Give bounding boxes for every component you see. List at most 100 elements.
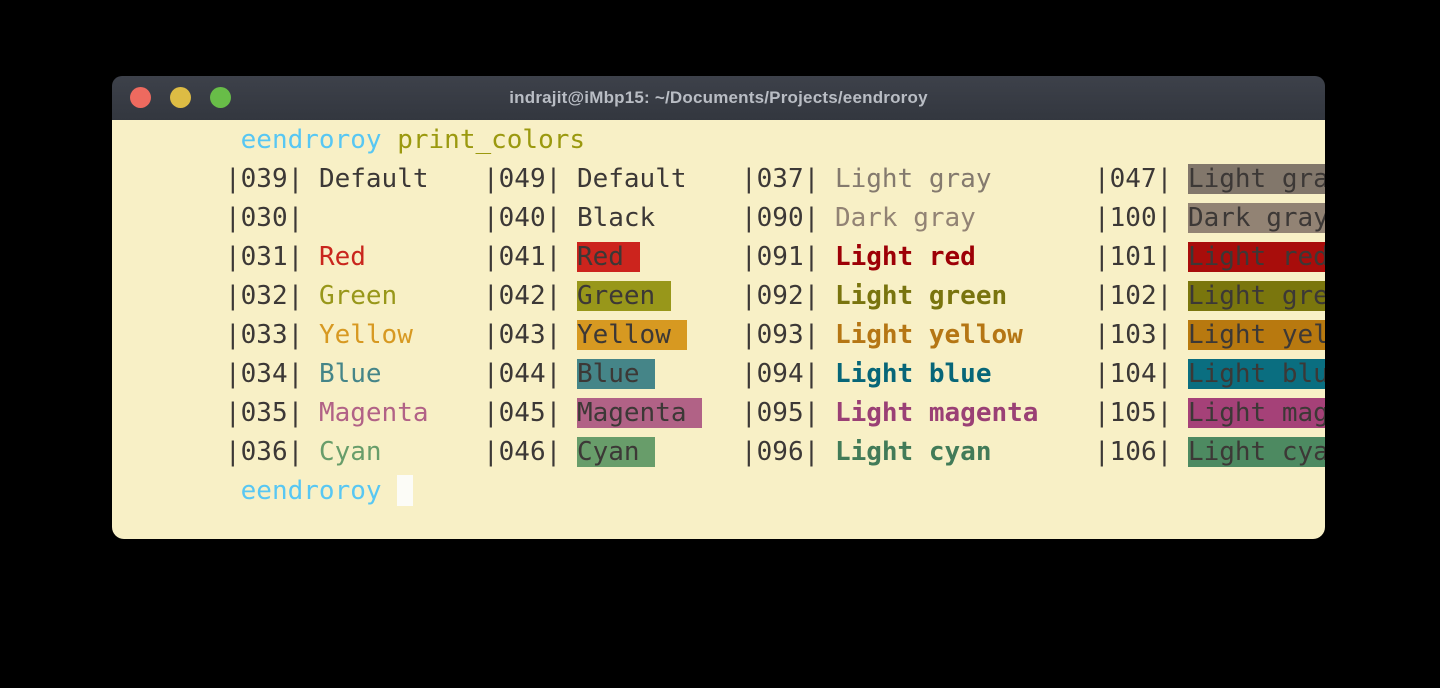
color-name: Blue	[318, 359, 382, 389]
color-code: |043|	[483, 320, 562, 350]
color-cell: |103| Light yellow	[1094, 316, 1325, 355]
gap	[561, 203, 577, 233]
color-code: |041|	[483, 242, 562, 272]
gap	[303, 398, 319, 428]
gap	[1172, 437, 1188, 467]
color-code: |044|	[483, 359, 562, 389]
color-name: Yellow	[318, 320, 413, 350]
window-title: indrajit@iMbp15: ~/Documents/Projects/ee…	[509, 88, 928, 107]
color-row: |034| Blue|044| Blue |094| Light blue|10…	[225, 355, 1325, 394]
color-name: Default	[318, 164, 429, 194]
color-code: |035|	[225, 398, 304, 428]
prompt-space	[382, 476, 398, 506]
minimize-button[interactable]	[170, 87, 191, 108]
color-name: Dark gray	[834, 203, 976, 233]
color-code: |101|	[1094, 242, 1173, 272]
color-row: |033| Yellow|043| Yellow |093| Light yel…	[225, 316, 1325, 355]
color-code: |093|	[741, 320, 820, 350]
prompt-user: eendroroy	[225, 125, 382, 155]
color-name: Dark gray	[1187, 203, 1325, 233]
color-name: Light yellow	[1187, 320, 1325, 350]
color-name: Light green	[1187, 281, 1325, 311]
prompt-space	[382, 125, 398, 155]
color-row: |039| Default|049| Default|037| Light gr…	[225, 160, 1325, 199]
zoom-button[interactable]	[210, 87, 231, 108]
gap	[303, 203, 319, 233]
color-name: Green	[576, 281, 671, 311]
color-code: |039|	[225, 164, 304, 194]
gap	[303, 359, 319, 389]
gap	[819, 359, 835, 389]
color-code: |032|	[225, 281, 304, 311]
gap	[819, 398, 835, 428]
color-name: Light cyan	[1187, 437, 1325, 467]
color-cell: |100| Dark gray	[1094, 199, 1325, 238]
color-row: |032| Green |042| Green |092| Light green…	[225, 277, 1325, 316]
prompt-line: eendroroy	[225, 472, 1325, 511]
color-cell: |102| Light green	[1094, 277, 1325, 316]
color-cell: |040| Black	[483, 199, 655, 238]
gap	[561, 398, 577, 428]
gap	[303, 242, 319, 272]
gap	[561, 281, 577, 311]
color-cell: |031| Red	[225, 238, 366, 277]
gap	[1172, 281, 1188, 311]
color-cell: |091| Light red	[741, 238, 976, 277]
color-cell: |035| Magenta	[225, 394, 429, 433]
gap	[303, 320, 319, 350]
gap	[1172, 398, 1188, 428]
color-row: |035| Magenta|045| Magenta |095| Light m…	[225, 394, 1325, 433]
color-cell: |092| Light green	[741, 277, 1007, 316]
color-code: |045|	[483, 398, 562, 428]
gap	[561, 437, 577, 467]
color-name: Light green	[834, 281, 1008, 311]
color-code: |031|	[225, 242, 304, 272]
color-code: |040|	[483, 203, 562, 233]
color-code: |096|	[741, 437, 820, 467]
color-name: Cyan	[576, 437, 656, 467]
gap	[819, 281, 835, 311]
color-name: Default	[576, 164, 687, 194]
titlebar[interactable]: indrajit@iMbp15: ~/Documents/Projects/ee…	[112, 76, 1325, 121]
color-name: Light blue	[1187, 359, 1325, 389]
color-code: |030|	[225, 203, 304, 233]
color-code: |046|	[483, 437, 562, 467]
color-cell: |039| Default	[225, 160, 429, 199]
prompt-line: eendroroy print_colors	[225, 121, 1325, 160]
color-cell: |106| Light cyan	[1094, 433, 1325, 472]
color-code: |042|	[483, 281, 562, 311]
gap	[561, 320, 577, 350]
prompt-command: print_colors	[397, 125, 586, 155]
color-code: |095|	[741, 398, 820, 428]
color-row: |036| Cyan|046| Cyan |096| Light cyan|10…	[225, 433, 1325, 472]
color-cell: |090| Dark gray	[741, 199, 976, 238]
color-name: Light magenta	[1187, 398, 1325, 428]
color-name: Green	[318, 281, 398, 311]
gap	[303, 437, 319, 467]
gap	[1172, 242, 1188, 272]
color-cell: |030|	[225, 199, 319, 238]
color-cell: |047| Light gray	[1094, 160, 1325, 199]
prompt-user: eendroroy	[225, 476, 382, 506]
gap	[819, 203, 835, 233]
gap	[303, 164, 319, 194]
color-code: |092|	[741, 281, 820, 311]
terminal-output[interactable]: eendroroy print_colors|039| Default|049|…	[112, 120, 1325, 539]
color-row: |030| |040| Black |090| Dark gray |100| Da…	[225, 199, 1325, 238]
gap	[819, 437, 835, 467]
gap	[303, 281, 319, 311]
color-code: |047|	[1094, 164, 1173, 194]
color-cell: |044| Blue	[483, 355, 656, 394]
color-name: Black	[576, 203, 656, 233]
close-button[interactable]	[130, 87, 151, 108]
color-name: Blue	[576, 359, 656, 389]
color-code: |100|	[1094, 203, 1173, 233]
color-name: Magenta	[576, 398, 703, 428]
color-name: Light gray	[1187, 164, 1325, 194]
color-cell: |045| Magenta	[483, 394, 703, 433]
color-code: |034|	[225, 359, 304, 389]
gap	[819, 242, 835, 272]
color-code: |106|	[1094, 437, 1173, 467]
color-cell: |093| Light yellow	[741, 316, 1023, 355]
gap	[561, 164, 577, 194]
